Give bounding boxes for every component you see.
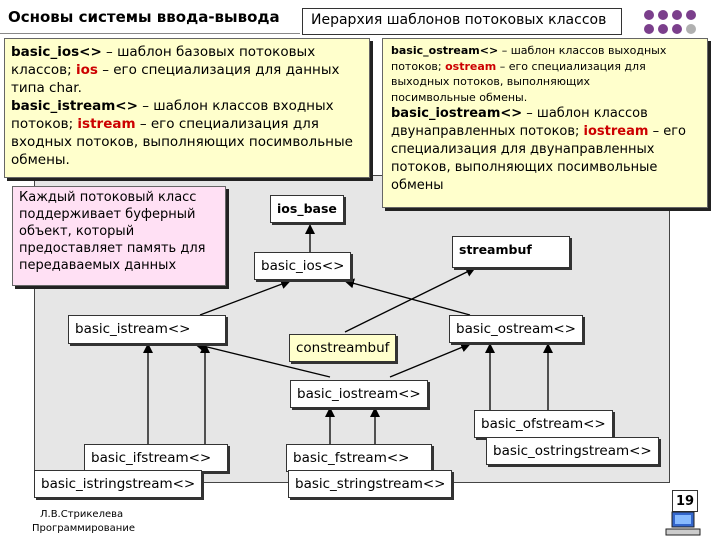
note-text: потоков, выполняющих посимвольные	[391, 160, 658, 175]
note-text: посимвольные обмены.	[391, 90, 528, 104]
node-ios-base: ios_base	[270, 195, 344, 223]
note-text: – шаблон базовых потоковых	[101, 44, 316, 60]
computer-icon	[665, 511, 701, 536]
note-text: – его специализация для	[135, 116, 319, 132]
title-underline	[0, 33, 300, 34]
node-basic-istream: basic_istream<>	[68, 315, 226, 344]
note-basic-ios-istream: basic_ios<> – шаблон базовых потоковых к…	[4, 38, 370, 178]
note-text: объект, который	[19, 224, 135, 239]
note-text: – его специализация для	[496, 59, 646, 73]
footer-author: Л.В.Стрикелева	[40, 509, 124, 520]
node-basic-ofstream: basic_ofstream<>	[474, 410, 613, 438]
slide-title: Основы системы ввода-вывода	[8, 8, 280, 26]
note-text: поддерживает буферный	[19, 207, 196, 222]
node-basic-ios: basic_ios<>	[254, 252, 352, 280]
arrow-istream-to-ios	[199, 279, 291, 316]
page-number: 19	[672, 490, 698, 512]
note-text: – шаблон классов входных	[137, 98, 334, 114]
note-basic-ostream-iostream: basic_ostream<> – шаблон классов выходны…	[382, 38, 708, 208]
node-basic-ifstream: basic_ifstream<>	[84, 444, 228, 472]
note-text: специализация для двунаправленных	[391, 142, 655, 157]
dot-icon	[672, 24, 682, 34]
arrow-iostream-to-ostream	[389, 342, 471, 378]
node-basic-ostream: basic_ostream<>	[449, 315, 583, 343]
note-text: обмены.	[11, 152, 70, 168]
node-basic-istringstream: basic_istringstream<>	[34, 470, 203, 498]
node-basic-iostream: basic_iostream<>	[290, 380, 428, 408]
keyword-ostream: ostream	[445, 59, 497, 73]
subtitle-box: Иерархия шаблонов потоковых классов	[302, 8, 622, 35]
node-basic-fstream: basic_fstream<>	[286, 444, 432, 472]
node-constreambuf: constreambuf	[289, 334, 397, 362]
note-text: – шаблон классов выходных	[498, 44, 667, 57]
node-basic-stringstream: basic_stringstream<>	[288, 470, 453, 498]
note-text: передаваемых данных	[19, 258, 177, 273]
note-text: выходных потоков, выполняющих	[391, 75, 591, 88]
arrow-constreambuf-to-streambuf	[344, 267, 476, 333]
arrow-iostream-to-istream	[194, 341, 331, 378]
node-basic-ostringstream: basic_ostringstream<>	[486, 437, 659, 465]
note-text: двунаправленных потоков;	[391, 124, 584, 139]
dot-icon	[686, 10, 696, 20]
node-streambuf: streambuf	[452, 236, 570, 268]
note-text: – его	[648, 124, 686, 139]
note-text: предоставляет память для	[19, 241, 206, 256]
note-text: – его специализация для данных	[97, 62, 340, 78]
footer-course: Программирование	[32, 523, 135, 534]
slide-footer: Л.В.Стрикелева Программирование	[32, 508, 135, 536]
note-text: – шаблон классов	[522, 106, 648, 121]
note-text: входных потоков, выполняющих посимвольны…	[11, 134, 353, 150]
keyword-basic-istream: basic_istream<>	[11, 98, 138, 114]
keyword-basic-ostream: basic_ostream<>	[391, 44, 499, 57]
note-text: типа char.	[11, 80, 82, 96]
dot-icon	[686, 24, 696, 34]
keyword-ios: ios	[75, 62, 98, 78]
arrow-ostream-to-ios	[344, 278, 471, 316]
note-text: классов;	[11, 62, 76, 78]
note-text: потоков;	[11, 116, 78, 132]
dot-icon	[672, 10, 682, 20]
dot-icon	[658, 10, 668, 20]
keyword-basic-iostream: basic_iostream<>	[391, 106, 523, 121]
note-text: обмены	[391, 178, 444, 193]
keyword-istream: istream	[77, 116, 136, 132]
keyword-basic-ios: basic_ios<>	[11, 44, 102, 60]
note-text: потоков;	[391, 59, 446, 73]
keyword-iostream: iostream	[583, 124, 649, 139]
note-text: Каждый потоковый класс	[19, 190, 197, 205]
dot-icon	[658, 24, 668, 34]
dot-icon	[644, 10, 654, 20]
dot-icon	[644, 24, 654, 34]
note-buffer-object: Каждый потоковый класс поддерживает буфе…	[12, 186, 226, 286]
